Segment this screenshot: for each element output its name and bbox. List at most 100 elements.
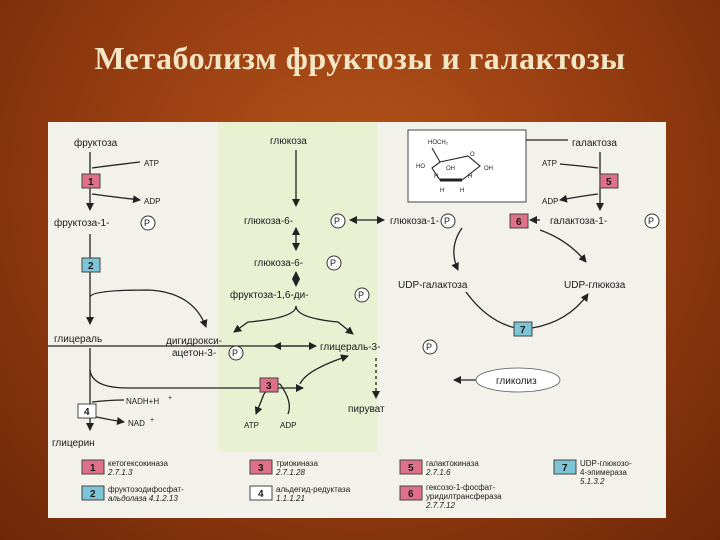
phosphate-dhap: P: [228, 345, 244, 361]
enzyme-box-2: 2: [81, 257, 101, 273]
svg-text:альдегид-редуктаза: альдегид-редуктаза: [276, 485, 351, 494]
svg-text:4: 4: [84, 407, 90, 418]
arrow-f16-dhap: [233, 305, 297, 333]
svg-text:галактокиназа: галактокиназа: [426, 459, 479, 468]
legend-item-5: 5 галактокиназа 2.7.1.6: [399, 459, 479, 477]
node-fructose-1-6-dp: фруктоза-1,6-ди-: [230, 289, 309, 301]
svg-text:6: 6: [408, 489, 414, 500]
svg-text:4: 4: [258, 489, 264, 500]
pathway-diagram: HOCH₂ HO O OH OH H H H H фруктоза ATP AD…: [48, 122, 666, 518]
svg-text:7: 7: [562, 463, 568, 474]
enzyme-box-1: 1: [81, 173, 101, 189]
arc-adp3: [279, 383, 291, 415]
node-fructose-1-p: фруктоза-1-: [54, 217, 109, 229]
node-glyceraldehyde: глицераль: [54, 334, 102, 345]
arrow-to-kinase3: [89, 369, 304, 392]
node-dhap-line2: ацетон-3-: [172, 348, 216, 359]
label-plus-nadh: +: [168, 395, 172, 402]
enzyme-box-5: 5: [599, 173, 619, 189]
svg-text:P: P: [648, 216, 654, 226]
svg-text:4-эпимераза: 4-эпимераза: [580, 468, 627, 477]
svg-text:1: 1: [90, 463, 96, 474]
svg-text:5: 5: [408, 463, 414, 474]
ring-o: O: [470, 152, 475, 158]
enzyme-box-3: 3: [259, 377, 279, 393]
node-glucose-6-p-b: глюкоза-6-: [254, 258, 303, 269]
legend-item-4: 4 альдегид-редуктаза 1.1.1.21: [249, 485, 351, 503]
svg-text:7: 7: [520, 325, 526, 336]
ring-oh2: OH: [446, 166, 455, 172]
arc-g1p-udpgal: [451, 227, 463, 271]
galactose-structure: HOCH₂ HO O OH OH H H H H: [407, 129, 527, 203]
label-nadh: NADH+H: [126, 397, 159, 406]
legend-item-7: 7 UDP-глюкозо- 4-эпимераза 5.1.3.2: [553, 459, 632, 486]
svg-text:UDP-глюкозо-: UDP-глюкозо-: [580, 459, 632, 468]
svg-text:альдолаза 4.1.2.13: альдолаза 4.1.2.13: [108, 494, 178, 503]
legend-item-1: 1 кетогексокиназа 2.7.1.3: [81, 459, 169, 477]
svg-text:2.7.7.12: 2.7.7.12: [425, 501, 455, 510]
svg-text:триокиназа: триокиназа: [276, 459, 318, 468]
legend-item-2: 2 фруктозодифосфат- альдолаза 4.1.2.13: [81, 485, 184, 503]
phosphate-g1p: P: [440, 213, 456, 229]
ring-ch2oh: HOCH₂: [428, 140, 449, 146]
arc-atp1: [91, 161, 141, 169]
node-dhap-line1: дигидрокси-: [166, 336, 222, 347]
arc-nadh: [91, 399, 125, 403]
label-nad: NAD: [128, 419, 145, 428]
glycolysis-oval: [475, 367, 561, 393]
enzyme-box-4: 4: [77, 403, 97, 419]
label-atp3: ATP: [244, 421, 259, 430]
svg-text:кетогексокиназа: кетогексокиназа: [108, 459, 169, 468]
svg-text:2: 2: [90, 489, 96, 500]
label-plus-nad: +: [150, 417, 154, 424]
svg-text:1.1.1.21: 1.1.1.21: [276, 494, 305, 503]
phosphate-gal1p: P: [644, 213, 660, 229]
svg-text:1: 1: [88, 177, 94, 188]
ring-h4: H: [460, 188, 464, 194]
svg-text:2.7.1.3: 2.7.1.3: [107, 468, 133, 477]
phosphate-f1p: P: [140, 215, 156, 231]
phosphate-ga3p: P: [422, 339, 438, 355]
ring-oh1: OH: [484, 166, 493, 172]
label-atp5: ATP: [542, 159, 557, 168]
enzyme-box-7: 7: [513, 321, 533, 337]
node-glucose: глюкоза: [270, 136, 307, 147]
ring-h2: H: [468, 174, 472, 180]
label-atp1: ATP: [144, 159, 159, 168]
svg-text:P: P: [330, 258, 336, 268]
arc-adp5: [559, 193, 599, 203]
svg-text:2: 2: [88, 261, 94, 272]
arc-udpglc-enz7: [531, 293, 589, 329]
phosphate-f16: P: [354, 287, 370, 303]
svg-text:P: P: [358, 290, 364, 300]
arrow-kinase3-ga3p: [299, 354, 349, 385]
svg-text:5: 5: [606, 177, 612, 188]
legend-item-3: 3 триокиназа 2.7.1.28: [249, 459, 318, 477]
pathway-svg: HOCH₂ HO O OH OH H H H H фруктоза ATP AD…: [48, 122, 660, 510]
enzyme-box-6: 6: [509, 213, 529, 229]
svg-text:2.7.1.28: 2.7.1.28: [275, 468, 305, 477]
svg-text:3: 3: [258, 463, 264, 474]
svg-text:P: P: [334, 216, 340, 226]
arc-nad: [91, 415, 125, 425]
arc-atp5: [559, 163, 599, 169]
svg-text:гексозо-1-фосфат-: гексозо-1-фосфат-: [426, 483, 496, 492]
svg-text:P: P: [232, 348, 238, 358]
svg-text:5.1.3.2: 5.1.3.2: [580, 477, 605, 486]
ring-h3: H: [440, 188, 444, 194]
svg-text:P: P: [144, 218, 150, 228]
svg-text:P: P: [444, 216, 450, 226]
ring-ho: HO: [416, 164, 425, 170]
legend-item-6: 6 гексозо-1-фосфат- уридилтрансфераза 2.…: [399, 483, 502, 510]
arrow-f16-ga3p: [295, 305, 354, 335]
node-galactose-1-p: галактоза-1-: [550, 216, 607, 227]
label-adp5: ADP: [542, 197, 558, 206]
label-adp3: ADP: [280, 421, 296, 430]
node-glucose-1-p: глюкоза-1-: [390, 216, 439, 227]
arc-gal1p-udpglc: [539, 229, 587, 263]
svg-text:3: 3: [266, 381, 272, 392]
label-glycolysis: гликолиз: [496, 376, 537, 387]
ring-h1: H: [434, 174, 438, 180]
node-ga3p: глицераль-3-: [320, 342, 380, 353]
svg-text:P: P: [426, 342, 432, 352]
